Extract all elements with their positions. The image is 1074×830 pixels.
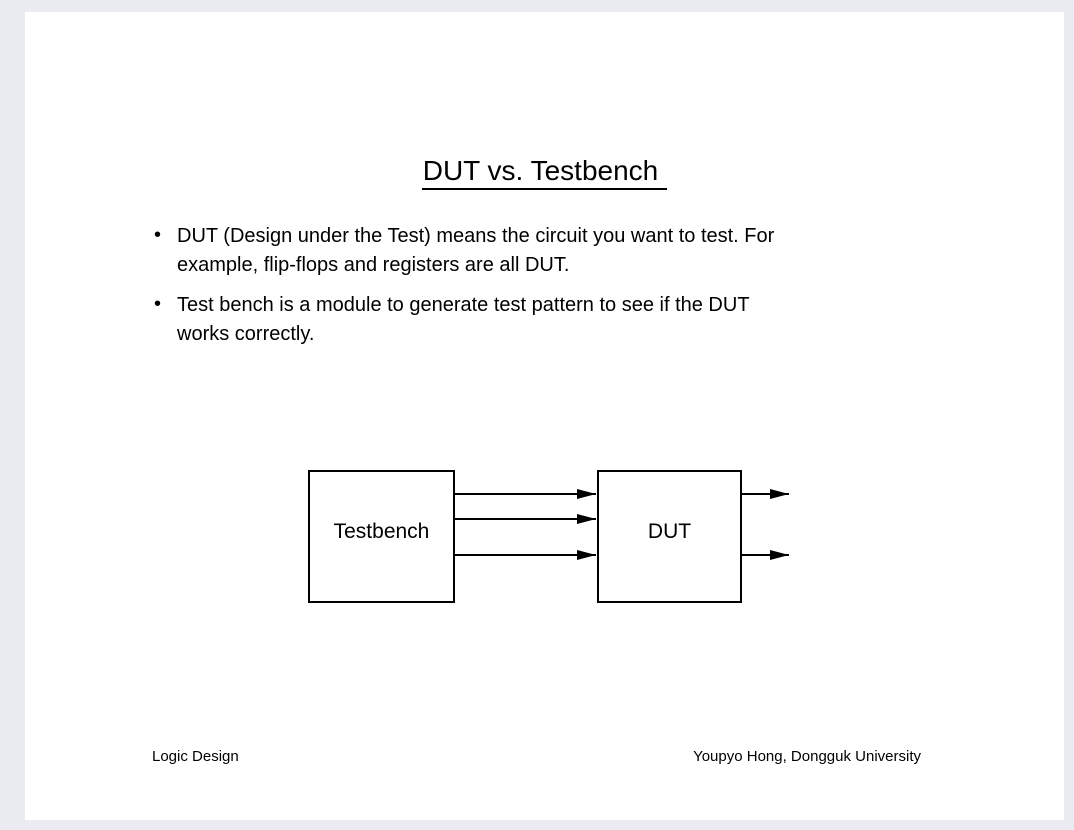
testbench-label: Testbench bbox=[333, 519, 430, 543]
bullet-list: • DUT (Design under the Test) means the … bbox=[152, 222, 912, 360]
dut-label: DUT bbox=[647, 519, 692, 543]
bullet-text-line: works correctly. bbox=[177, 323, 315, 345]
bullet-icon: • bbox=[154, 293, 162, 315]
footer-author-credit: Youpyo Hong, Dongguk University bbox=[693, 748, 921, 765]
dut-box: DUT bbox=[597, 470, 742, 603]
bullet-item: • Test bench is a module to generate tes… bbox=[152, 291, 912, 349]
signal-arrows bbox=[455, 489, 789, 560]
bullet-icon: • bbox=[154, 224, 162, 246]
footer-course-title: Logic Design bbox=[152, 748, 239, 765]
slide: DUT vs. Testbench • DUT (Design under th… bbox=[25, 12, 1064, 820]
bullet-item: • DUT (Design under the Test) means the … bbox=[152, 222, 912, 280]
bullet-text-line: DUT (Design under the Test) means the ci… bbox=[177, 225, 775, 247]
slide-title: DUT vs. Testbench bbox=[421, 155, 668, 190]
testbench-box: Testbench bbox=[308, 470, 455, 603]
bullet-text-line: example, flip-flops and registers are al… bbox=[177, 254, 570, 276]
bullet-text-line: Test bench is a module to generate test … bbox=[177, 294, 750, 316]
title-wrap: DUT vs. Testbench bbox=[25, 155, 1064, 190]
